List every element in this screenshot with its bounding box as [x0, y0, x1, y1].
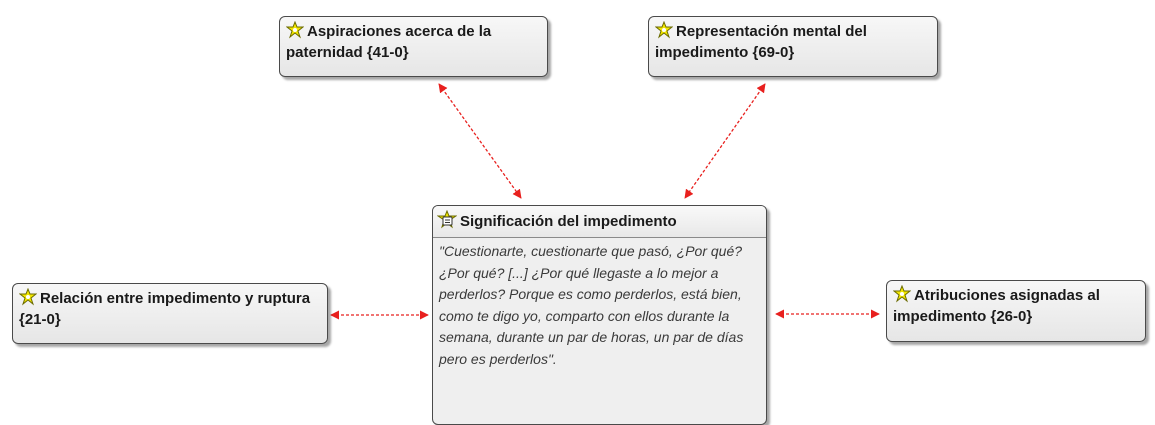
code-star-icon — [285, 20, 305, 39]
code-label: Atribuciones asignadas al impedimento {2… — [893, 287, 1100, 325]
code-node-atribuciones[interactable]: Atribuciones asignadas al impedimento {2… — [886, 280, 1146, 342]
code-star-icon — [18, 287, 38, 306]
quotation-node[interactable]: Significación del impedimento "Cuestiona… — [432, 205, 767, 425]
code-label: Relación entre impedimento y ruptura {21… — [19, 290, 311, 328]
code-label: Aspiraciones acerca de la paternidad {41… — [286, 23, 492, 61]
quotation-icon — [436, 209, 458, 230]
code-node-relacion[interactable]: Relación entre impedimento y ruptura {21… — [12, 283, 328, 344]
code-node-aspiraciones[interactable]: Aspiraciones acerca de la paternidad {41… — [279, 16, 548, 77]
code-label: Representación mental del impedimento {6… — [655, 23, 867, 61]
quotation-text: "Cuestionarte, cuestionarte que pasó, ¿P… — [439, 243, 744, 367]
link-representacion — [684, 83, 766, 199]
link-aspiraciones — [438, 83, 522, 199]
code-star-icon — [892, 284, 912, 303]
quotation-title: Significación del impedimento — [460, 213, 677, 230]
code-star-icon — [654, 20, 674, 39]
quotation-header: Significación del impedimento — [433, 206, 766, 238]
code-node-representacion[interactable]: Representación mental del impedimento {6… — [648, 16, 938, 77]
